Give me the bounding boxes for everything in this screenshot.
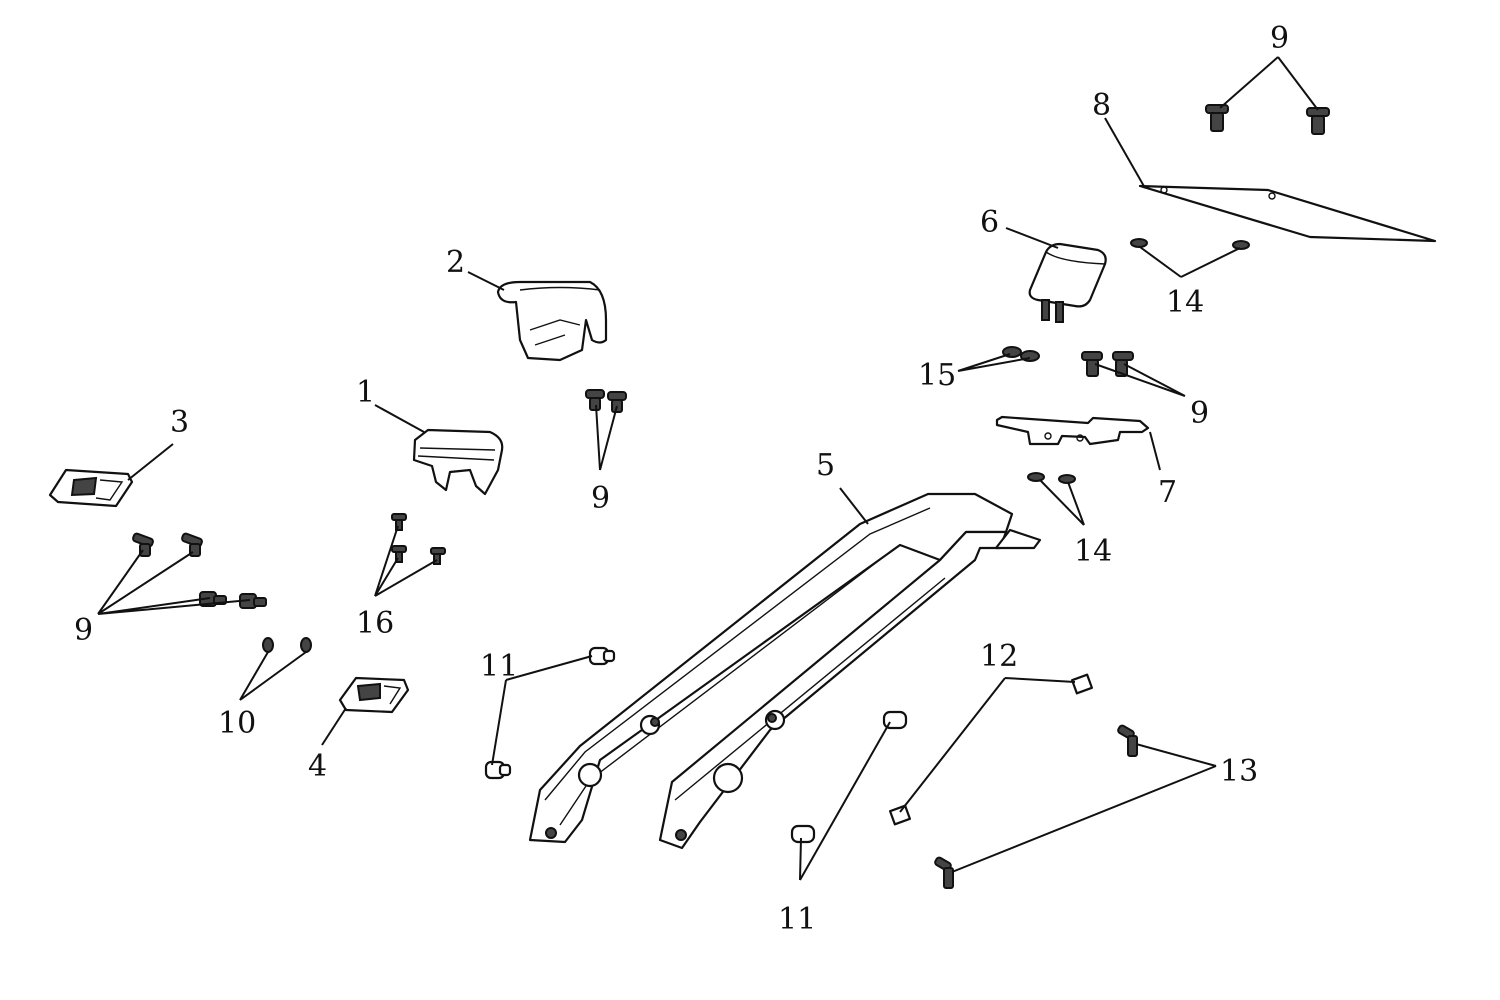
callout-9-top: 9 [1270, 21, 1289, 56]
callout-14-top: 14 [1166, 285, 1204, 320]
callout-11-bottom: 11 [778, 902, 816, 937]
block-12-top [1070, 673, 1094, 695]
washer-10-b [300, 637, 312, 653]
leader-lines [97, 56, 1319, 881]
bolt-13-top [1117, 724, 1138, 757]
washer-14-mid-left [1027, 472, 1045, 482]
callout-16: 16 [356, 606, 394, 641]
washer-14-mid-right [1058, 474, 1076, 484]
callout-12: 12 [980, 639, 1018, 674]
callout-4: 4 [308, 749, 327, 784]
callout-11-left: 11 [480, 649, 518, 684]
callout-3: 3 [170, 405, 189, 440]
bolt-9-right-a [1081, 351, 1103, 377]
washer-14-top-right [1232, 240, 1250, 250]
part-3-switch [48, 468, 134, 508]
part-6-module [1028, 242, 1107, 323]
bolt-9-mid-a [585, 389, 605, 411]
callout-9-left: 9 [74, 613, 93, 648]
screw-16-b [391, 545, 407, 563]
part-2-cover [496, 280, 608, 362]
callout-13: 13 [1220, 754, 1258, 789]
bolt-9-right-b [1112, 351, 1134, 377]
bolt-9-mid-b [607, 391, 627, 413]
part-8-plate [1138, 184, 1437, 243]
screw-16-a [391, 513, 407, 531]
callout-7: 7 [1158, 475, 1177, 510]
callout-labels: 9 8 6 14 2 15 9 1 3 7 9 5 14 9 16 12 11 … [74, 21, 1289, 937]
washer-10-a [262, 637, 274, 653]
callout-15: 15 [918, 358, 956, 393]
pin-11-bottom [790, 824, 816, 844]
callout-9-mid: 9 [591, 481, 610, 516]
washer-14-top-left [1130, 238, 1148, 248]
bolt-13-bottom [934, 856, 954, 889]
callout-1: 1 [356, 375, 375, 410]
callout-10: 10 [218, 706, 256, 741]
callout-14-mid: 14 [1074, 534, 1112, 569]
part-7-bracket [995, 415, 1150, 446]
bolt-9-top-left [1205, 104, 1229, 132]
callout-6: 6 [980, 205, 999, 240]
callout-2: 2 [446, 245, 465, 280]
pin-11-left [484, 760, 512, 780]
part-1-housing [412, 428, 504, 496]
bolt-9-top-right [1306, 107, 1330, 135]
block-12-bottom [888, 804, 912, 826]
pin-11-top [588, 646, 616, 666]
callout-5: 5 [816, 448, 835, 483]
screw-16-c [430, 547, 446, 565]
callout-8: 8 [1092, 88, 1111, 123]
part-5-subframe [528, 492, 1042, 850]
bolt-9-left-a [132, 532, 154, 557]
callout-9-right: 9 [1190, 396, 1209, 431]
part-4-switch [338, 676, 410, 714]
